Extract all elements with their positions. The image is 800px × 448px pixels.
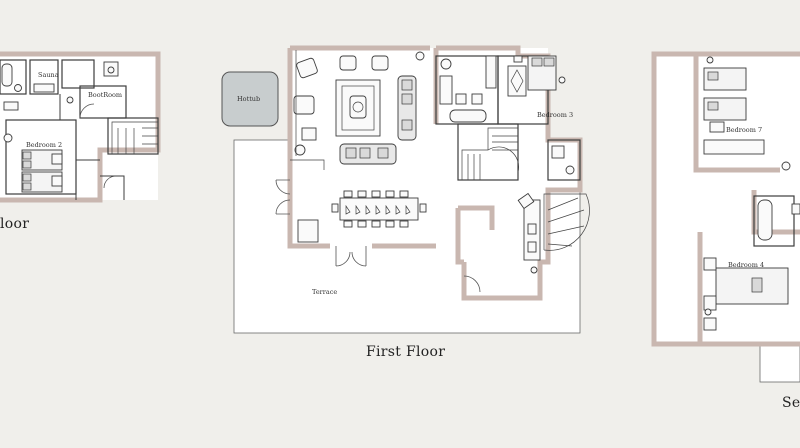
bedroom-2-label: Bedroom 2 [26, 141, 62, 149]
bedroom-4-label: Bedroom 4 [728, 261, 764, 269]
boot-room-label: BootRoom [88, 91, 122, 99]
hottub [221, 71, 279, 127]
bedroom-7-label: Bedroom 7 [726, 126, 762, 134]
ground-floor-title: loor [0, 216, 29, 232]
dining-table [339, 197, 419, 221]
second-floor-plan: Bedroom 7 Bedroom 4 Se [651, 51, 800, 411]
second-floor-title: Se [782, 395, 800, 411]
bedroom-3-label: Bedroom 3 [537, 111, 573, 119]
sauna-label: Sauna [38, 71, 59, 79]
terrace-label: Terrace [312, 288, 337, 296]
first-floor-title: First Floor [366, 344, 445, 360]
ground-floor-plan: Sauna BootRoom Bedroom 2 loor [0, 51, 161, 232]
hottub-label: Hottub [237, 95, 260, 103]
first-floor-plan: Hottub Bedroom 3 Terrace First Floor [221, 45, 590, 360]
